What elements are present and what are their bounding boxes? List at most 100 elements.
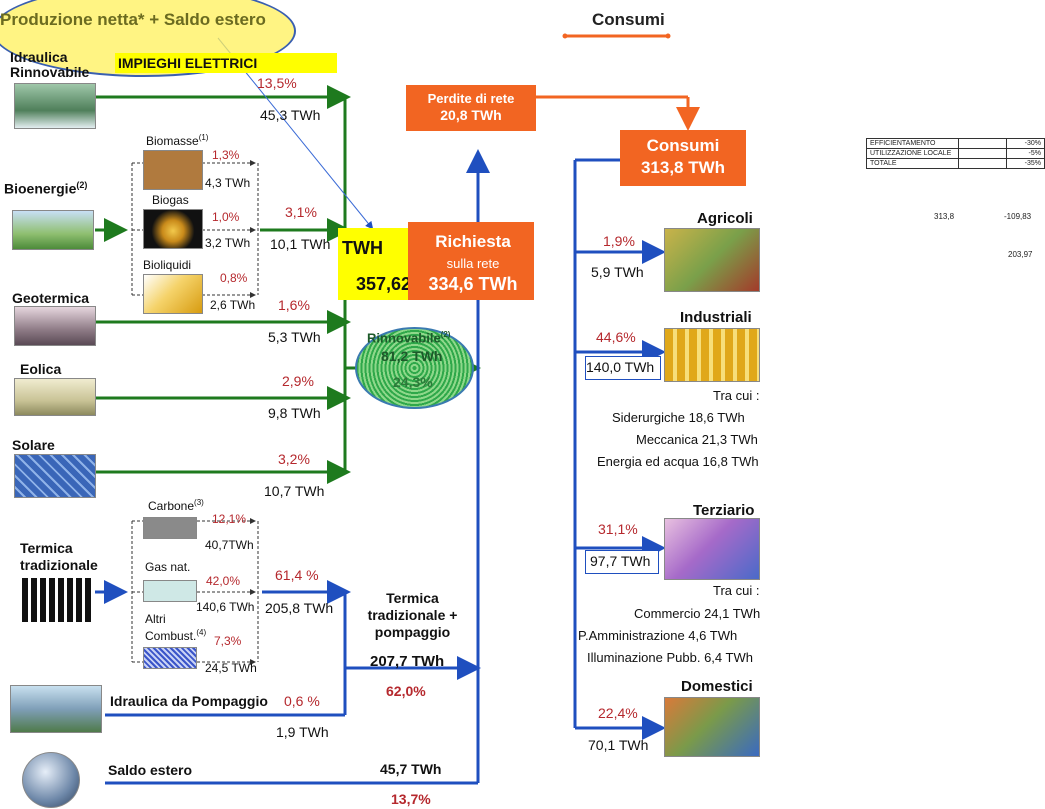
consumi-box [620, 130, 746, 186]
waterfall-icon [14, 83, 96, 129]
industry-icon [664, 328, 760, 382]
geotermica-pct: 1,6% [278, 297, 310, 313]
solar-panel-icon [14, 454, 96, 498]
biomasse-twh: 4,3 TWh [205, 176, 251, 190]
pompaggio-twh: 1,9 TWh [276, 724, 329, 740]
perdite-title: Perdite di rete [427, 91, 515, 106]
termica-twh: 205,8 TWh [265, 600, 334, 616]
impieghi-label: IMPIEGHI ELETTRICI [115, 53, 337, 73]
termica-label: Termica tradizionale [20, 540, 98, 573]
table-row: UTILIZZAZIONE LOCALE -5% [866, 148, 1045, 159]
idraulica-label: Idraulica Rinnovabile [10, 49, 90, 80]
domestici-pct: 22,4% [598, 705, 638, 721]
industriali-tra-cui: Tra cui : [713, 388, 760, 403]
pompaggio-pct: 0,6 % [284, 693, 320, 709]
bioenergie-twh: 10,1 TWh [270, 236, 331, 252]
consumi-value: 313,8 TWh [640, 158, 726, 177]
tractor-icon [664, 228, 760, 292]
geotermica-label: Geotermica [12, 290, 90, 306]
saldo-label: Saldo estero [108, 762, 193, 778]
pompaggio-label: Idraulica da Pompaggio [110, 693, 268, 709]
perdite-value: 20,8 TWh [440, 107, 502, 123]
termica-pct: 61,4 % [275, 567, 319, 583]
dam-icon [10, 685, 102, 733]
solare-pct: 3,2% [278, 451, 310, 467]
idraulica-pct: 13,5% [257, 75, 297, 91]
bioenergie-label: Bioenergie(2) [4, 180, 88, 197]
carbone-pct: 12,1% [212, 512, 247, 526]
consumi-header: Consumi [592, 10, 665, 29]
agricoli-twh: 5,9 TWh [591, 264, 644, 280]
page-title: Produzione netta* + Saldo estero [0, 10, 266, 29]
domestici-label: Domestici [681, 678, 753, 695]
domestici-twh: 70,1 TWh [588, 737, 649, 753]
rinnovabile-label: Rinnovabile(2) [367, 330, 451, 346]
richiesta-value: 334,6 TWh [428, 274, 518, 294]
richiesta-title: Richiesta [435, 232, 511, 251]
terziario-item-2: P.Amministrazione 4,6 TWh [578, 628, 738, 643]
twh-label: TWH [342, 238, 383, 258]
solare-label: Solare [12, 437, 55, 453]
table-row: TOTALE -35% [866, 158, 1045, 169]
idraulica-twh: 45,3 TWh [260, 107, 321, 123]
side-table: EFFICIENTAMENTO -30% UTILIZZAZIONE LOCAL… [866, 138, 1045, 169]
altri-label: Altri Combust.(4) [145, 612, 207, 643]
terziario-tra-cui: Tra cui : [713, 583, 760, 598]
termica-pompaggio-pct: 62,0% [386, 683, 426, 699]
altri-twh: 24,5 TWh [205, 661, 257, 675]
solare-twh: 10,7 TWh [264, 483, 325, 499]
industriali-twh: 140,0 TWh [586, 359, 655, 375]
house-icon [664, 697, 760, 757]
rinnovabile-pct: 24,3% [393, 374, 433, 390]
industriali-label: Industriali [680, 309, 752, 326]
globe-icon [22, 752, 80, 808]
terziario-item-3: Illuminazione Pubb. 6,4 TWh [587, 650, 753, 665]
termica-pompaggio-twh: 207,7 TWh [370, 653, 445, 670]
industriali-item-1: Siderurgiche 18,6 TWh [612, 410, 745, 425]
bioliquidi-twh: 2,6 TWh [210, 298, 256, 312]
biogas-label: Biogas [152, 193, 189, 207]
bioenergy-plant-icon [12, 210, 94, 250]
table-row: EFFICIENTAMENTO -30% [866, 138, 1045, 149]
twh-box [338, 228, 412, 300]
industriali-item-2: Meccanica 21,3 TWh [636, 432, 758, 447]
biomass-icon [143, 150, 203, 190]
bioliquidi-pct: 0,8% [220, 271, 248, 285]
agricoli-label: Agricoli [697, 210, 753, 227]
geothermal-icon [14, 306, 96, 346]
terziario-pct: 31,1% [598, 521, 638, 537]
terziario-item-1: Commercio 24,1 TWh [634, 606, 761, 621]
perdite-box [406, 85, 536, 131]
carbone-twh: 40,7TWh [205, 538, 254, 552]
gas-pct: 42,0% [206, 574, 241, 588]
rinnovabile-twh: 81,2 TWh [381, 348, 443, 364]
biomasse-label: Biomasse(1) [146, 133, 209, 148]
biogas-flame-icon [143, 209, 203, 249]
rinnovabile-ellipse [355, 327, 474, 409]
carbone-label: Carbone(3) [148, 498, 204, 513]
oil-drop-icon [143, 274, 203, 314]
gas-block-icon [143, 580, 197, 602]
office-devices-icon [664, 518, 760, 580]
factory-icon [22, 578, 94, 622]
termica-pompaggio-label: Termica tradizionale + pompaggio [367, 590, 458, 640]
other-fuels-icon [143, 647, 197, 669]
richiesta-box [408, 222, 534, 300]
eolica-label: Eolica [20, 361, 62, 377]
side-value-2: -109,83 [1004, 212, 1032, 221]
biogas-twh: 3,2 TWh [205, 236, 251, 250]
consumi-title: Consumi [646, 136, 720, 155]
biogas-pct: 1,0% [212, 210, 240, 224]
industriali-twh-box [585, 356, 661, 380]
industriali-item-3: Energia ed acqua 16,8 TWh [597, 454, 759, 469]
terziario-twh: 97,7 TWh [590, 553, 651, 569]
twh-value: 357,628 [356, 274, 422, 294]
eolica-twh: 9,8 TWh [268, 405, 321, 421]
geotermica-twh: 5,3 TWh [268, 329, 321, 345]
industriali-pct: 44,6% [596, 329, 636, 345]
saldo-pct: 13,7% [391, 791, 431, 807]
bioliquidi-label: Bioliquidi [143, 258, 192, 272]
gas-label: Gas nat. [145, 560, 191, 574]
bioenergie-pct: 3,1% [285, 204, 317, 220]
terziario-label: Terziario [693, 502, 755, 519]
